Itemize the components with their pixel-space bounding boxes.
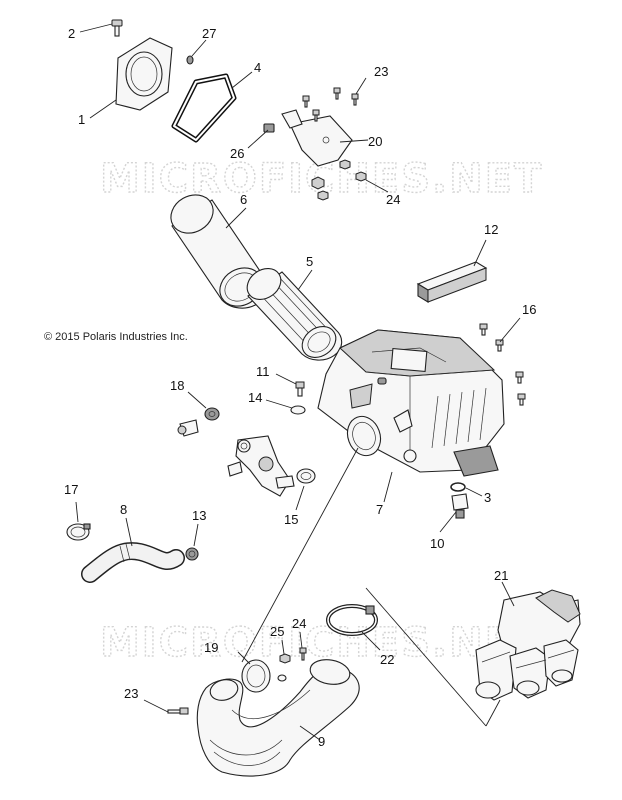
part-23-bolts-top <box>302 87 359 122</box>
callout-11: 11 <box>256 364 270 379</box>
part-5-air-filter <box>246 268 343 361</box>
part-23-bolt-bottom <box>167 707 189 715</box>
callout-14: 14 <box>248 390 262 405</box>
part-10-sensor <box>451 493 469 519</box>
callout-17: 17 <box>64 482 78 497</box>
callout-24-top: 24 <box>386 192 400 207</box>
part-21-intake-boots <box>475 589 581 701</box>
copyright-text: © 2015 Polaris Industries Inc. <box>44 331 188 343</box>
part-2-screw <box>111 19 123 37</box>
part-14-washer <box>290 405 306 415</box>
part-13-grommet <box>185 547 199 561</box>
callout-3: 3 <box>484 490 491 505</box>
part-9-intake-duct <box>196 659 360 777</box>
callout-6: 6 <box>240 192 247 207</box>
callout-23-bottom: 23 <box>124 686 138 701</box>
callout-5: 5 <box>306 254 313 269</box>
part-8-hose <box>81 542 185 583</box>
part-7-airbox <box>317 329 505 477</box>
callout-19: 19 <box>204 640 218 655</box>
callout-20: 20 <box>368 134 382 149</box>
part-25-nut <box>279 653 291 664</box>
part-17-clamp <box>66 523 91 541</box>
part-4-seal <box>171 73 237 143</box>
part-18-grommet <box>177 407 220 437</box>
part-12-block <box>416 261 488 303</box>
callout-16: 16 <box>522 302 536 317</box>
part-27-clip <box>186 55 194 65</box>
callout-25: 25 <box>270 624 284 639</box>
part-16-bolts <box>479 323 526 406</box>
callout-10: 10 <box>430 536 444 551</box>
part-11-bolt <box>295 381 305 397</box>
part-15-grommet <box>296 468 316 484</box>
callout-15: 15 <box>284 512 298 527</box>
part-1-mounting-plate <box>115 37 173 111</box>
callout-22: 22 <box>380 652 394 667</box>
callout-labels: 2 1 27 4 26 23 20 24 6 5 12 16 11 14 18 … <box>64 26 536 749</box>
callout-12: 12 <box>484 222 498 237</box>
part-20-bracket <box>281 109 353 167</box>
callout-2: 2 <box>68 26 75 41</box>
part-24-bolt-bottom <box>299 647 307 661</box>
part-3-oring <box>450 482 466 492</box>
callout-27: 27 <box>202 26 216 41</box>
callout-9: 9 <box>318 734 325 749</box>
callout-8: 8 <box>120 502 127 517</box>
part-25-washer <box>277 674 287 682</box>
part-24-nuts-top <box>311 159 367 201</box>
callout-7: 7 <box>376 502 383 517</box>
callout-1: 1 <box>78 112 85 127</box>
callout-18: 18 <box>170 378 184 393</box>
part-19-coupler <box>241 659 271 693</box>
callout-24-bottom: 24 <box>292 616 306 631</box>
part-22-clamp <box>326 604 378 636</box>
watermark-bottom: MICROFICHES.NET <box>100 620 543 666</box>
callout-13: 13 <box>192 508 206 523</box>
leader-lines <box>75 23 521 741</box>
part-valve-assembly <box>227 435 295 497</box>
part-26-clip <box>263 123 275 133</box>
callout-26: 26 <box>230 146 244 161</box>
callout-21: 21 <box>494 568 508 583</box>
callout-23-top: 23 <box>374 64 388 79</box>
callout-4: 4 <box>254 60 261 75</box>
